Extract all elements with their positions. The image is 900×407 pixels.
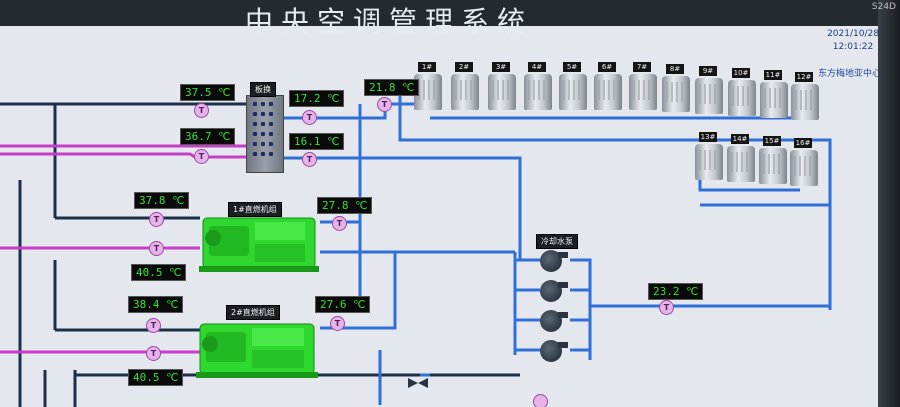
temp-sensor[interactable]: T	[377, 97, 392, 112]
temp-sensor[interactable]: T	[194, 149, 209, 164]
temp-readout: 16.1 ℃	[289, 133, 345, 150]
tower-number: 14#	[731, 134, 749, 144]
cooling-tower[interactable]: 13#	[693, 132, 725, 182]
cooling-tower[interactable]: 16#	[788, 138, 820, 188]
tower-number: 2#	[455, 62, 473, 72]
temp-readout: 40.5 ℃	[128, 369, 184, 386]
tower-number: 16#	[794, 138, 812, 148]
tower-number: 7#	[633, 62, 651, 72]
chiller-1-label: 1#直燃机组	[228, 202, 282, 217]
tower-number: 6#	[598, 62, 616, 72]
heat-exchanger[interactable]	[246, 95, 284, 173]
tower-number: 8#	[666, 64, 684, 74]
tower-number: 3#	[492, 62, 510, 72]
heat-exchanger-label: 板换	[250, 82, 276, 97]
temp-sensor[interactable]: T	[332, 216, 347, 231]
corner-tag: S24D	[871, 2, 896, 12]
temp-sensor[interactable]: T	[194, 103, 209, 118]
temp-readout: 40.5 ℃	[131, 264, 187, 281]
temp-sensor[interactable]: T	[146, 318, 161, 333]
temp-sensor[interactable]: T	[149, 241, 164, 256]
cooling-tower[interactable]: 2#	[449, 62, 481, 112]
cooling-tower[interactable]: 6#	[592, 62, 624, 112]
cooling-pump[interactable]	[540, 310, 568, 332]
cooling-pump[interactable]	[540, 340, 568, 362]
tower-number: 11#	[764, 70, 782, 80]
page-title: 中央空调管理系统	[245, 5, 534, 38]
temp-readout: 38.4 ℃	[128, 296, 184, 313]
cooling-tower[interactable]: 7#	[627, 62, 659, 112]
chiller-1[interactable]	[195, 208, 323, 274]
temp-sensor[interactable]: T	[146, 346, 161, 361]
temp-sensor[interactable]: T	[149, 212, 164, 227]
temp-sensor[interactable]	[533, 394, 548, 407]
temp-readout: 23.2 ℃	[648, 283, 704, 300]
cooling-tower[interactable]: 4#	[522, 62, 554, 112]
tower-number: 9#	[699, 66, 717, 76]
cooling-tower[interactable]: 15#	[757, 136, 789, 186]
cooling-tower[interactable]: 10#	[726, 68, 758, 118]
tower-number: 10#	[732, 68, 750, 78]
tower-number: 12#	[795, 72, 813, 82]
header-bar	[0, 0, 900, 26]
temp-readout: 27.8 ℃	[317, 197, 373, 214]
temp-readout: 21.8 ℃	[364, 79, 420, 96]
temp-readout: 27.6 ℃	[315, 296, 371, 313]
monitor-bezel	[878, 0, 900, 407]
temp-sensor[interactable]: T	[302, 152, 317, 167]
cooling-tower[interactable]: 5#	[557, 62, 589, 112]
temp-readout: 37.5 ℃	[180, 84, 236, 101]
chiller-2[interactable]	[192, 314, 322, 380]
tower-number: 4#	[528, 62, 546, 72]
temp-sensor[interactable]: T	[330, 316, 345, 331]
temp-readout: 36.7 ℃	[180, 128, 236, 145]
temp-sensor[interactable]: T	[659, 300, 674, 315]
cooling-tower[interactable]: 12#	[789, 72, 821, 122]
cooling-tower[interactable]: 11#	[758, 70, 790, 120]
tower-number: 1#	[418, 62, 436, 72]
cooling-pump-label: 冷却水泵	[536, 234, 578, 249]
date-text: 2021/10/28	[827, 29, 879, 39]
tower-number: 15#	[763, 136, 781, 146]
time-text: 12:01:22	[832, 42, 874, 52]
company-name: 东方梅地亚中心	[818, 69, 882, 79]
cooling-tower[interactable]: 8#	[660, 64, 692, 114]
temp-readout: 17.2 ℃	[289, 90, 345, 107]
cooling-tower[interactable]: 3#	[486, 62, 518, 112]
cooling-pump[interactable]	[540, 280, 568, 302]
chiller-2-label: 2#直燃机组	[226, 305, 280, 320]
cooling-tower[interactable]: 14#	[725, 134, 757, 184]
cooling-tower[interactable]: 9#	[693, 66, 725, 116]
tower-number: 5#	[563, 62, 581, 72]
datetime-display: 2021/10/28 12:01:22	[818, 28, 888, 54]
valve-icon[interactable]	[408, 378, 428, 388]
temp-readout: 37.8 ℃	[134, 192, 190, 209]
tower-number: 13#	[699, 132, 717, 142]
temp-sensor[interactable]: T	[302, 110, 317, 125]
cooling-pump[interactable]	[540, 250, 568, 272]
